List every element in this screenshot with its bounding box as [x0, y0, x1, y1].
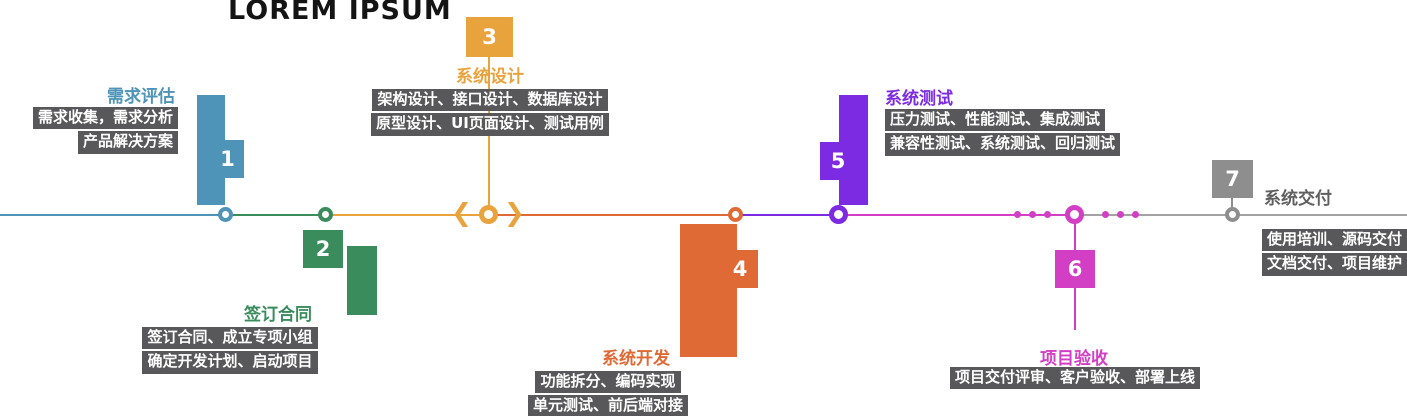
stage-7-marker: [1225, 207, 1240, 222]
timeline-segment-2: [225, 214, 325, 216]
stage-7-title: 系统交付: [1264, 189, 1332, 209]
ellipsis-dot: [1132, 211, 1139, 218]
stage-2-desc-line-2: 确定开发计划、启动项目: [142, 351, 318, 374]
timeline-segment-4: [488, 214, 735, 216]
ellipsis-dot: [1117, 211, 1124, 218]
stage-4-marker: [728, 207, 743, 222]
stage-5-title: 系统测试: [885, 89, 953, 109]
stage-5-desc-line-2: 兼容性测试、系统测试、回归测试: [885, 133, 1121, 156]
stage-3-desc-line-2: 原型设计、UI页面设计、测试用例: [371, 113, 609, 136]
ellipsis-dot: [1029, 211, 1036, 218]
stage-1-title: 需求评估: [107, 87, 175, 107]
stage-5-number: 5: [820, 142, 856, 180]
stage-4-title: 系统开发: [602, 349, 670, 369]
stage-6-marker: [1065, 205, 1084, 224]
stage-1-desc-line-2: 产品解决方案: [77, 131, 178, 154]
ellipsis-dot: [1014, 211, 1021, 218]
stage-1-number: 1: [211, 140, 244, 178]
stage-6-desc-line-1: 项目交付评审、客户验收、部署上线: [949, 367, 1200, 390]
chevron-left-icon: ❮: [451, 198, 472, 227]
stage-6-number: 6: [1055, 250, 1095, 288]
ellipsis-dot: [1102, 211, 1109, 218]
stage-2-number: 2: [303, 230, 343, 268]
page-title: LOREM IPSUM: [228, 0, 452, 26]
stage-5-desc: 压力测试、性能测试、集成测试 兼容性测试、系统测试、回归测试: [885, 108, 1145, 157]
stage-2-desc: 签订合同、成立专项小组 确定开发计划、启动项目: [125, 326, 335, 375]
stage-7-desc-line-2: 文档交付、项目维护: [1262, 253, 1407, 276]
timeline-segment-5: [735, 214, 838, 216]
timeline-segment-6: [838, 214, 1075, 216]
timeline-segment-8: [1232, 214, 1407, 216]
stage-7-connector: [1231, 198, 1233, 208]
ellipsis-dot: [1044, 211, 1051, 218]
stage-2-marker: [318, 207, 333, 222]
stage-3-number: 3: [466, 17, 513, 57]
stage-5-marker: [829, 205, 848, 224]
stage-4-number: 4: [722, 250, 758, 288]
stage-1-marker: [218, 207, 233, 222]
stage-7-number: 7: [1212, 160, 1253, 198]
stage-4-desc-line-1: 功能拆分、编码实现: [535, 371, 681, 394]
stage-2-desc-line-1: 签订合同、成立专项小组: [142, 327, 318, 350]
stage-2-bar: [347, 246, 377, 315]
stage-3-desc: 架构设计、接口设计、数据库设计 原型设计、UI页面设计、测试用例: [362, 88, 618, 137]
stage-7-desc-line-1: 使用培训、源码交付: [1262, 229, 1407, 252]
timeline-segment-7: [1075, 214, 1232, 216]
stage-6-title: 项目验收: [1040, 349, 1108, 369]
stage-3-marker: [479, 205, 498, 224]
stage-3-desc-line-1: 架构设计、接口设计、数据库设计: [372, 89, 608, 112]
stage-4-desc-line-2: 单元测试、前后端对接: [527, 395, 688, 416]
stage-6-desc: 项目交付评审、客户验收、部署上线: [947, 366, 1203, 390]
timeline-segment-3: [325, 214, 488, 216]
stage-4-desc: 功能拆分、编码实现 单元测试、前后端对接: [505, 370, 711, 416]
chevron-right-icon: ❯: [504, 198, 525, 227]
stage-4-panel: [680, 224, 737, 357]
stage-5-desc-line-1: 压力测试、性能测试、集成测试: [885, 109, 1106, 132]
stage-2-title: 签订合同: [244, 305, 312, 325]
stage-3-title: 系统设计: [456, 67, 524, 87]
timeline-segment-1: [0, 214, 225, 216]
stage-1-desc: 需求收集，需求分析 产品解决方案: [18, 106, 178, 155]
stage-7-desc: 使用培训、源码交付 文档交付、项目维护: [1262, 228, 1407, 277]
stage-1-desc-line-1: 需求收集，需求分析: [32, 107, 178, 130]
